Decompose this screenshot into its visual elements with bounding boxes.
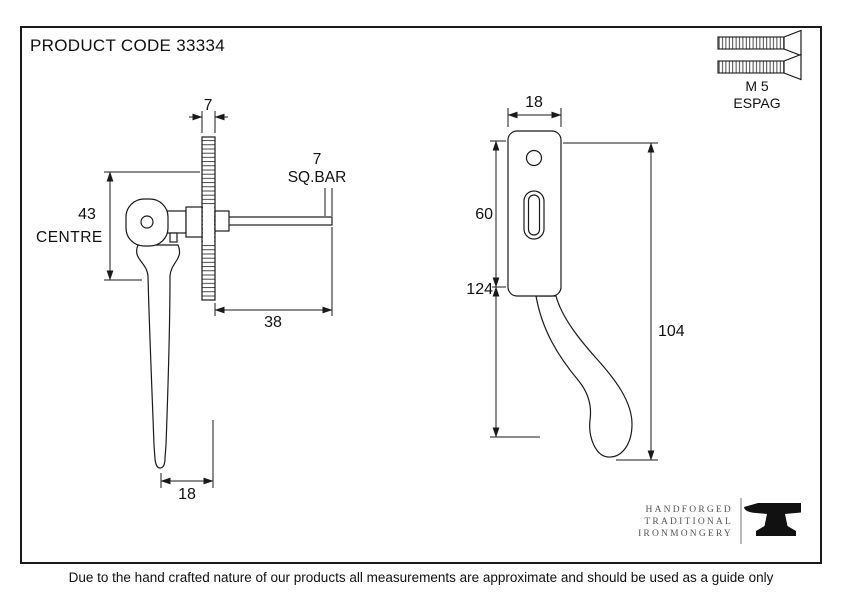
dim-label-plate-thickness: 7 (204, 97, 213, 114)
branding: HANDFORGED TRADITIONAL IRONMONGERY (638, 498, 801, 544)
dim-label-handle-length: 104 (658, 323, 685, 340)
screw-shank-top (717, 36, 785, 50)
dim-label-plate-width: 18 (525, 94, 543, 111)
dim-square-bar: 7 SQ.BAR (288, 151, 347, 216)
handle-front-profile (535, 295, 633, 458)
screw-head-top (783, 29, 802, 57)
spring-catch (169, 232, 178, 243)
front-view: 18 60 124 104 (466, 94, 685, 461)
brand-line-3: IRONMONGERY (638, 529, 733, 539)
spindle-slot-inner (527, 194, 541, 236)
dim-tip-offset: 18 (160, 420, 214, 503)
screw-size-label: M 5 (745, 78, 769, 94)
screw-type-label: ESPAG (733, 95, 780, 111)
screw-head-bottom (783, 53, 802, 81)
handle-side-profile (136, 244, 181, 469)
brand-line-1: HANDFORGED (646, 505, 733, 515)
page-border (20, 26, 822, 564)
dim-label-plate-length: 124 (466, 281, 493, 298)
pivot-pin (140, 215, 154, 229)
dim-label-bar-size-word: SQ.BAR (288, 169, 347, 186)
screw-detail: M 5 ESPAG (717, 29, 802, 111)
dim-label-bar-length: 38 (264, 314, 282, 331)
dim-label-tip-offset: 18 (178, 486, 196, 503)
brand-line-2: TRADITIONAL (644, 517, 733, 527)
dim-centre: 43 CENTRE (36, 171, 200, 281)
side-view: 7 43 CENTRE 7 SQ.BAR 38 (36, 97, 346, 503)
bar-hub (214, 210, 230, 232)
dim-label-centre-value: 43 (78, 206, 96, 223)
dim-plate-lengths: 60 124 (466, 140, 540, 438)
dim-plate-thickness: 7 (189, 97, 228, 133)
dim-bar-length: 38 (214, 227, 333, 331)
dim-plate-width: 18 (507, 94, 562, 127)
screw-shank-bottom (717, 60, 785, 74)
disclaimer-text: Due to the hand crafted nature of our pr… (69, 570, 774, 585)
product-code: PRODUCT CODE 33334 (30, 36, 225, 55)
screw-hole (525, 149, 543, 167)
dim-label-centre-word: CENTRE (36, 229, 103, 246)
square-bar (214, 216, 333, 226)
plate-edge-clear (203, 206, 214, 242)
dim-handle-length: 104 (563, 142, 685, 461)
pivot-neck-outer (185, 206, 203, 238)
anvil-logo-icon (744, 503, 801, 536)
dim-label-bar-size: 7 (313, 151, 322, 168)
dim-label-hole-centres: 60 (475, 206, 493, 223)
